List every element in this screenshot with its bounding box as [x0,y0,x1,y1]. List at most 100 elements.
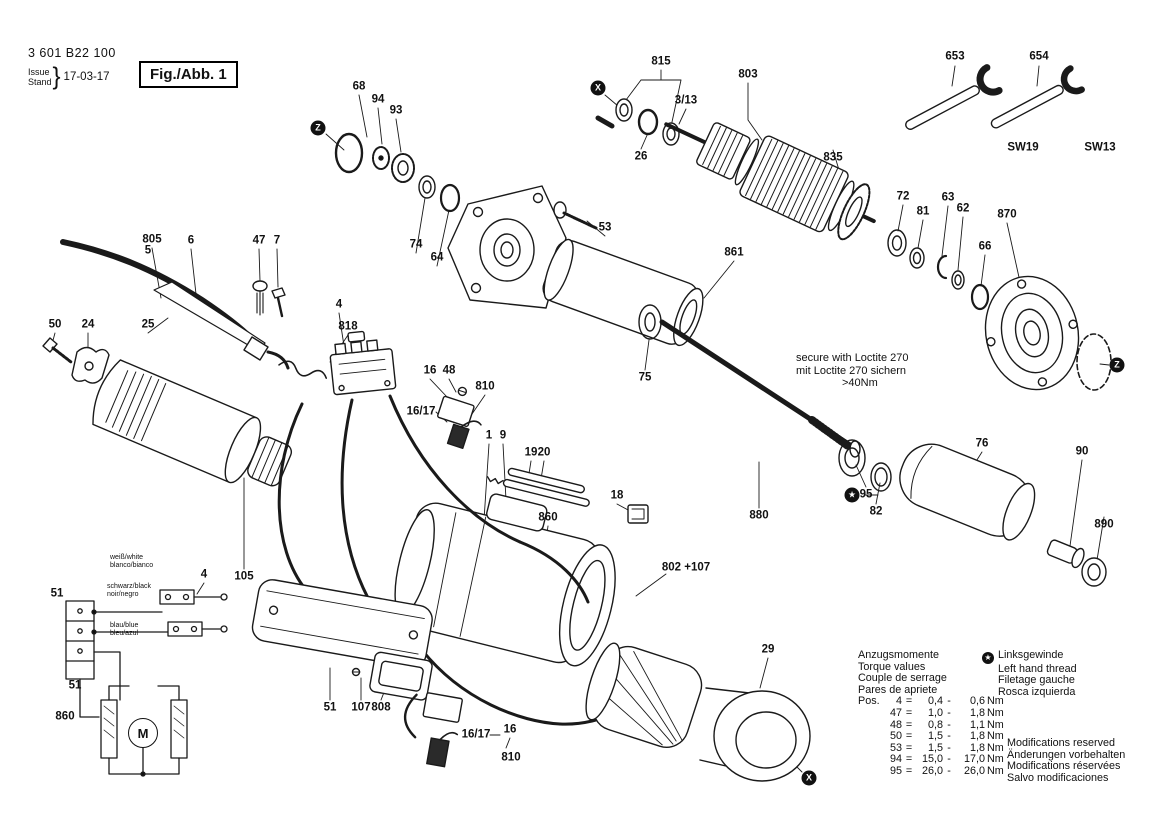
callout-861: 861 [724,246,744,259]
clip-18-drawing [627,504,649,524]
marker-Z-icon: Z [1109,357,1125,373]
marker-M-icon: M [128,718,158,748]
callout-SW19: SW19 [1007,141,1039,154]
callout-105: 105 [234,570,254,583]
armature-803-drawing [664,122,876,241]
washer-7-drawing [271,287,286,318]
ring-66-drawing [970,283,990,311]
bottom-shell-drawing [251,579,433,668]
callout-860: 860 [55,710,75,723]
callout-90: 90 [1075,445,1089,458]
callout-25: 25 [141,318,155,331]
brush-holder-bottom-drawing [403,692,463,768]
bearing-74-drawing [418,175,436,199]
bearing-flange-drawing [447,185,567,309]
screw-47-drawing [252,280,268,316]
ring-82-drawing [870,462,892,492]
callout-818: 818 [338,320,358,333]
callout-64: 64 [430,251,444,264]
callout-51: 51 [68,679,82,692]
marker-X-icon: X [590,80,606,96]
spring-818-drawing [278,360,328,379]
callout-93: 93 [389,104,403,117]
clamp-24-drawing [71,346,110,384]
callout-9: 9 [499,429,507,442]
callout-880: 880 [749,509,769,522]
marker-Z-icon: Z [310,120,326,136]
callout-94: 94 [371,93,385,106]
cover-cone-29-drawing [699,687,811,782]
screw-53-drawing [553,201,598,230]
callout-815: 815 [651,55,671,68]
cover-808-drawing [369,651,433,701]
callout-1: 1 [485,429,493,442]
issue-date: 17-03-17 [63,71,110,83]
slide-bars-drawing [486,467,590,507]
shaft-90-drawing [1046,539,1085,569]
wiring-schematic-drawing [65,589,228,777]
screws-107-drawing [351,667,361,677]
screw-50-drawing [42,337,73,364]
callout-810: 810 [475,380,495,393]
motor-armature-left-drawing [92,359,293,487]
callout-72: 72 [896,190,910,203]
callout-870: 870 [997,208,1017,221]
wrench-653-drawing [905,64,1003,130]
callout-20: 20 [537,446,551,459]
callout-47: 47 [252,234,266,247]
callout-805: 805 [142,233,162,246]
sleeve-76-drawing [899,443,1036,541]
figure-label: Fig./Abb. 1 [139,61,238,88]
wrench-654-drawing [990,65,1085,129]
brush-holder-top-drawing [437,386,482,450]
left-hand-thread-icon: ★ [982,651,994,664]
callout-51: 51 [50,587,64,600]
callout-810: 810 [501,751,521,764]
brace-glyph: } [52,62,61,91]
callout-16: 16 [423,364,437,377]
callout-16-17: 16/17 [461,728,491,741]
callout-5: 5 [144,244,152,257]
bearing-72-drawing [887,229,907,257]
issue-label: Issue [28,67,50,77]
callout-890: 890 [1094,518,1114,531]
callout-835: 835 [823,151,843,164]
callout-95: 95 [859,488,873,501]
spindle-shaft-880-drawing [659,319,861,458]
callout-26: 26 [634,150,648,163]
callout-4: 4 [200,568,208,581]
loctite-note: secure with Loctite 270 mit Loctite 270 … [796,352,909,389]
callout-53: 53 [598,221,612,234]
callout-63: 63 [941,191,955,204]
spindle-tube-861-drawing [542,238,704,347]
callout-808: 808 [371,701,391,714]
callout-50: 50 [48,318,62,331]
callout-62: 62 [956,202,970,215]
stator-coil-drawing [585,642,703,748]
callout-29: 29 [761,643,775,656]
callout-18: 18 [610,489,624,502]
power-cord-drawing [60,239,290,370]
torque-table: Anzugsmomente Torque values Couple de se… [858,649,1004,777]
callout-7: 7 [273,234,281,247]
callout-654: 654 [1029,50,1049,63]
end-flange-870-drawing [984,275,1080,391]
callout-68: 68 [352,80,366,93]
marker-X-icon: X [801,770,817,786]
callout-4: 4 [335,298,343,311]
washer-81-drawing [909,247,925,269]
callout-16-17: 16/17 [406,405,436,418]
modifications-legend: Modifications reserved Änderungen vorbeh… [1007,737,1126,784]
callout-74: 74 [409,238,423,251]
